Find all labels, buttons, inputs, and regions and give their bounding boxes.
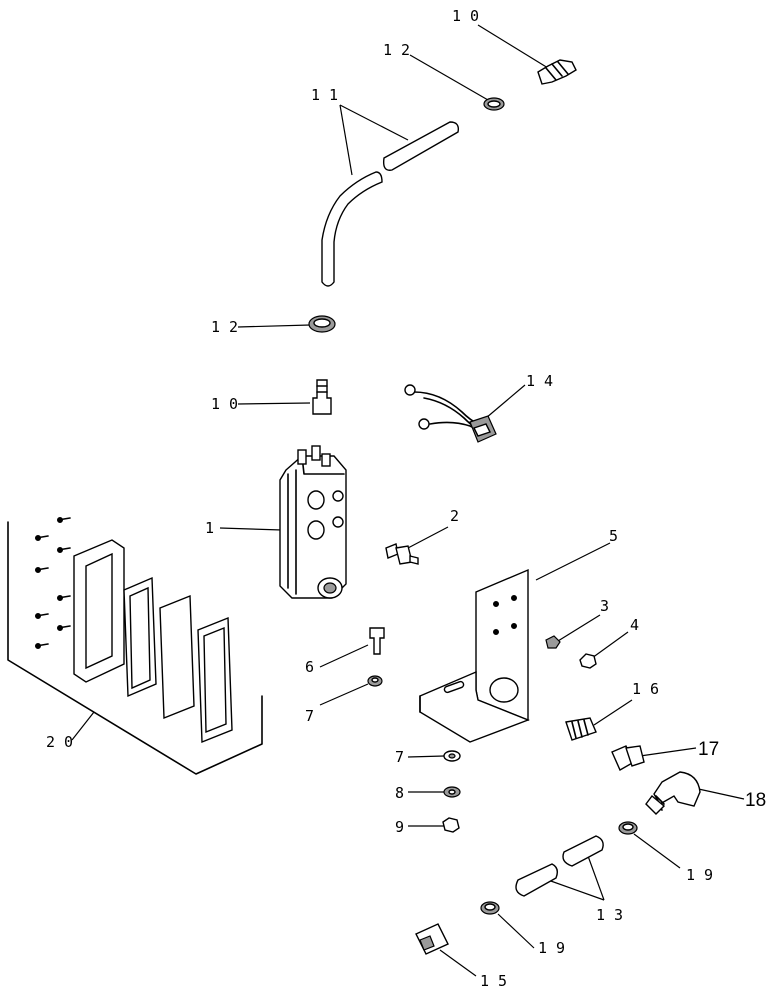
callout-4: 4 — [630, 616, 639, 634]
hose-clamp-19-bottom — [480, 901, 535, 949]
callout-13: 1 3 — [596, 906, 623, 924]
lock-washer-8 — [408, 786, 461, 798]
nut-3 — [545, 614, 601, 649]
fitting-2 — [385, 526, 449, 565]
callout-11: 1 1 — [311, 86, 338, 104]
nut-9 — [408, 817, 460, 833]
callout-20: 2 0 — [46, 733, 73, 751]
bolt-6 — [319, 627, 385, 668]
washer-7-lower — [407, 750, 461, 762]
hose-clamp-12-mid — [237, 315, 336, 333]
callout-6: 6 — [305, 658, 314, 676]
hose-clamp-19-right — [618, 821, 681, 869]
nut-4 — [579, 631, 629, 669]
callout-19-bottom: 1 9 — [538, 939, 565, 957]
callout-10-top: 1 0 — [452, 7, 479, 25]
fitting-15 — [415, 923, 477, 977]
washer-7-upper — [319, 675, 383, 706]
gasket-kit-20 — [7, 517, 263, 775]
callout-14: 1 4 — [526, 372, 553, 390]
fitting-17 — [611, 745, 697, 771]
callout-15: 1 5 — [480, 972, 507, 990]
hose-clamp-12-top — [409, 54, 505, 111]
callout-1: 1 — [205, 519, 214, 537]
callout-8: 8 — [395, 784, 404, 802]
barb-fitting-10-top — [477, 24, 577, 85]
callout-10-mid: 1 0 — [211, 395, 238, 413]
callout-7-upper: 7 — [305, 707, 314, 725]
callout-17: 17 — [698, 739, 719, 760]
callout-19-right: 1 9 — [686, 866, 713, 884]
callout-labels: 1 0 1 2 1 1 1 2 1 4 1 0 1 2 5 3 4 6 7 1 … — [46, 7, 766, 990]
callout-16: 1 6 — [632, 680, 659, 698]
hose-13 — [515, 835, 605, 901]
elbow-fitting-18 — [645, 771, 745, 815]
callout-2: 2 — [450, 507, 459, 525]
callout-12-mid: 1 2 — [211, 318, 238, 336]
callout-9: 9 — [395, 818, 404, 836]
valve-body-1 — [219, 445, 347, 599]
hose-11 — [321, 104, 460, 287]
mounting-bracket-5 — [419, 542, 611, 743]
callout-5: 5 — [609, 527, 618, 545]
barb-fitting-10-mid — [237, 379, 332, 415]
callout-7-lower: 7 — [395, 748, 404, 766]
callout-3: 3 — [600, 597, 609, 615]
callout-18: 18 — [745, 790, 766, 811]
callout-12-top: 1 2 — [383, 41, 410, 59]
fitting-16 — [565, 699, 633, 741]
wiring-harness-14 — [404, 384, 526, 443]
